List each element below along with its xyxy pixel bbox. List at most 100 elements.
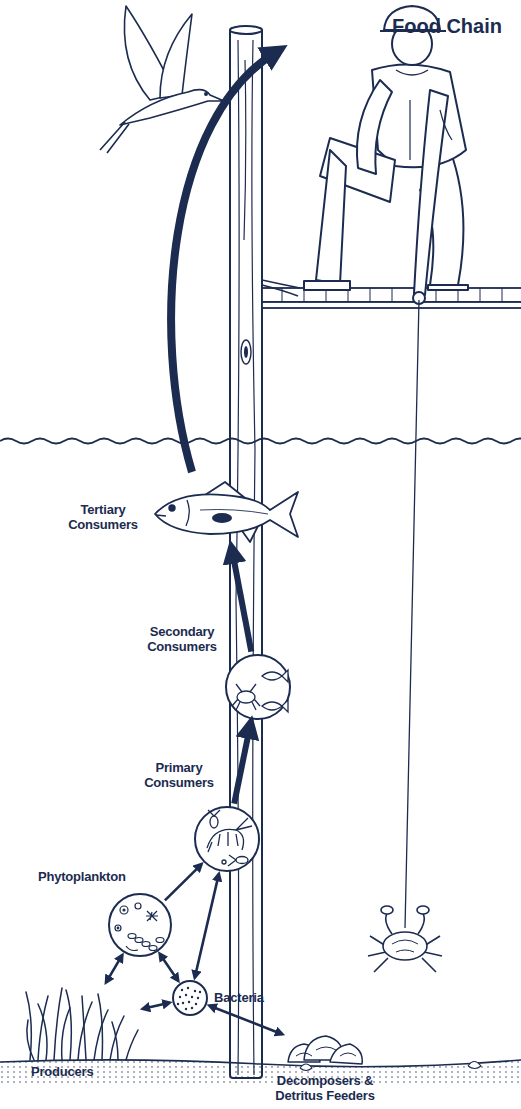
sea-floor — [0, 1060, 521, 1086]
seagrass — [78, 1002, 92, 1060]
seagrass — [62, 1008, 70, 1060]
seagrass — [27, 1020, 34, 1060]
oyster-cluster — [288, 1044, 320, 1062]
water-surface — [0, 439, 521, 444]
sea-floor — [300, 1062, 481, 1071]
small-fish-and-crab-doodle — [237, 691, 255, 703]
node-label: Producers — [31, 1064, 94, 1079]
harvest-arrow — [171, 52, 276, 472]
crab-on-line — [381, 906, 393, 914]
wooden-pole — [241, 340, 251, 364]
phytoplankton-doodle — [142, 942, 150, 947]
node-label: Primary Consumers — [138, 760, 220, 790]
seagrass — [26, 992, 31, 1060]
phytoplankton-doodle — [126, 946, 138, 951]
fish — [155, 492, 298, 537]
small-fish-and-crab-doodle — [232, 684, 260, 710]
heron — [120, 90, 224, 125]
fisherman — [428, 285, 468, 290]
seagrass — [126, 1030, 138, 1060]
zooplankton-doodle — [236, 818, 252, 830]
oyster-cluster — [304, 1036, 344, 1060]
consumer-circle: Secondary Consumers — [225, 654, 291, 720]
crab-on-line — [392, 940, 418, 952]
node-label: Phytoplankton — [38, 869, 126, 884]
seagrass — [98, 994, 103, 1060]
diagram-title: Food Chain — [392, 14, 502, 38]
phytoplankton-doodle — [115, 903, 164, 951]
node-label: Secondary Consumers — [139, 624, 225, 654]
energy-flow-arrow — [231, 547, 251, 652]
energy-flow-arrow — [106, 955, 122, 982]
node-label: Decomposers & Detritus Feeders — [263, 1073, 387, 1103]
phytoplankton-doodle — [117, 927, 119, 929]
crab-on-line — [386, 912, 425, 934]
fish — [156, 500, 189, 526]
energy-flow-arrow — [160, 954, 178, 981]
crab-on-line — [383, 932, 427, 960]
energy-flow-arrow — [143, 1003, 170, 1009]
zooplankton-doodle — [207, 810, 252, 866]
oyster-cluster — [330, 1044, 362, 1064]
phytoplankton-doodle — [149, 946, 157, 951]
heron — [205, 93, 207, 95]
fish — [155, 482, 298, 542]
producer-area: Producers — [25, 985, 140, 1060]
seagrass — [26, 988, 138, 1060]
bacteria-doodle — [191, 1007, 193, 1009]
wooden-pole — [230, 28, 262, 1078]
plankton-circle: Phytoplankton — [108, 893, 172, 957]
phytoplankton-doodle — [135, 903, 141, 909]
fisherman — [410, 100, 452, 160]
bacteria-doodle — [179, 996, 181, 998]
heron — [160, 14, 192, 98]
bacteria-doodle — [188, 1001, 190, 1003]
dock — [262, 288, 521, 302]
phytoplankton-doodle — [120, 906, 128, 914]
energy-flow-arrow — [210, 1006, 283, 1034]
zooplankton-doodle — [208, 810, 220, 816]
seagrass — [112, 1022, 118, 1060]
fisherman — [316, 150, 346, 284]
fish — [200, 510, 268, 515]
fisherman — [304, 281, 350, 290]
phytoplankton-doodle — [115, 925, 121, 931]
node-label: Tertiary Consumers — [62, 502, 144, 532]
energy-flow-arrow — [165, 864, 202, 900]
sea-floor — [0, 1060, 521, 1086]
phytoplankton-doodle — [146, 911, 158, 921]
wooden-pole — [230, 26, 262, 1078]
fish — [205, 482, 245, 498]
fisherman — [357, 80, 392, 174]
seagrass — [94, 1010, 108, 1060]
bacteria-doodle — [185, 1008, 187, 1010]
fish — [169, 505, 175, 511]
zooplankton-doodle — [207, 829, 244, 852]
phytoplankton-doodle — [135, 938, 143, 943]
zooplankton-doodle — [210, 816, 218, 828]
oyster-cluster — [296, 1047, 356, 1056]
phytoplankton-doodle — [123, 909, 125, 911]
bacteria-doodle — [181, 989, 183, 991]
bacteria-doodle — [182, 1002, 184, 1004]
harvest-arrow — [171, 52, 276, 472]
dock — [262, 302, 521, 308]
fishing-line — [405, 300, 419, 928]
small-fish-and-crab-doodle — [262, 700, 288, 712]
bacteria-doodle — [194, 990, 196, 992]
oyster-cluster — [288, 1036, 362, 1064]
seagrass — [82, 996, 86, 1060]
bacteria-doodle — [197, 997, 199, 999]
bacteria-circle: Bacteria — [172, 980, 208, 1016]
bacteria-doodle — [177, 987, 201, 1010]
small-fish-and-crab-doodle — [262, 670, 288, 682]
seagrass — [110, 1016, 124, 1060]
seagrass — [66, 990, 71, 1060]
wooden-pole — [244, 346, 248, 358]
fisherman — [396, 70, 428, 75]
fisherman — [372, 64, 466, 167]
dock — [262, 280, 521, 308]
